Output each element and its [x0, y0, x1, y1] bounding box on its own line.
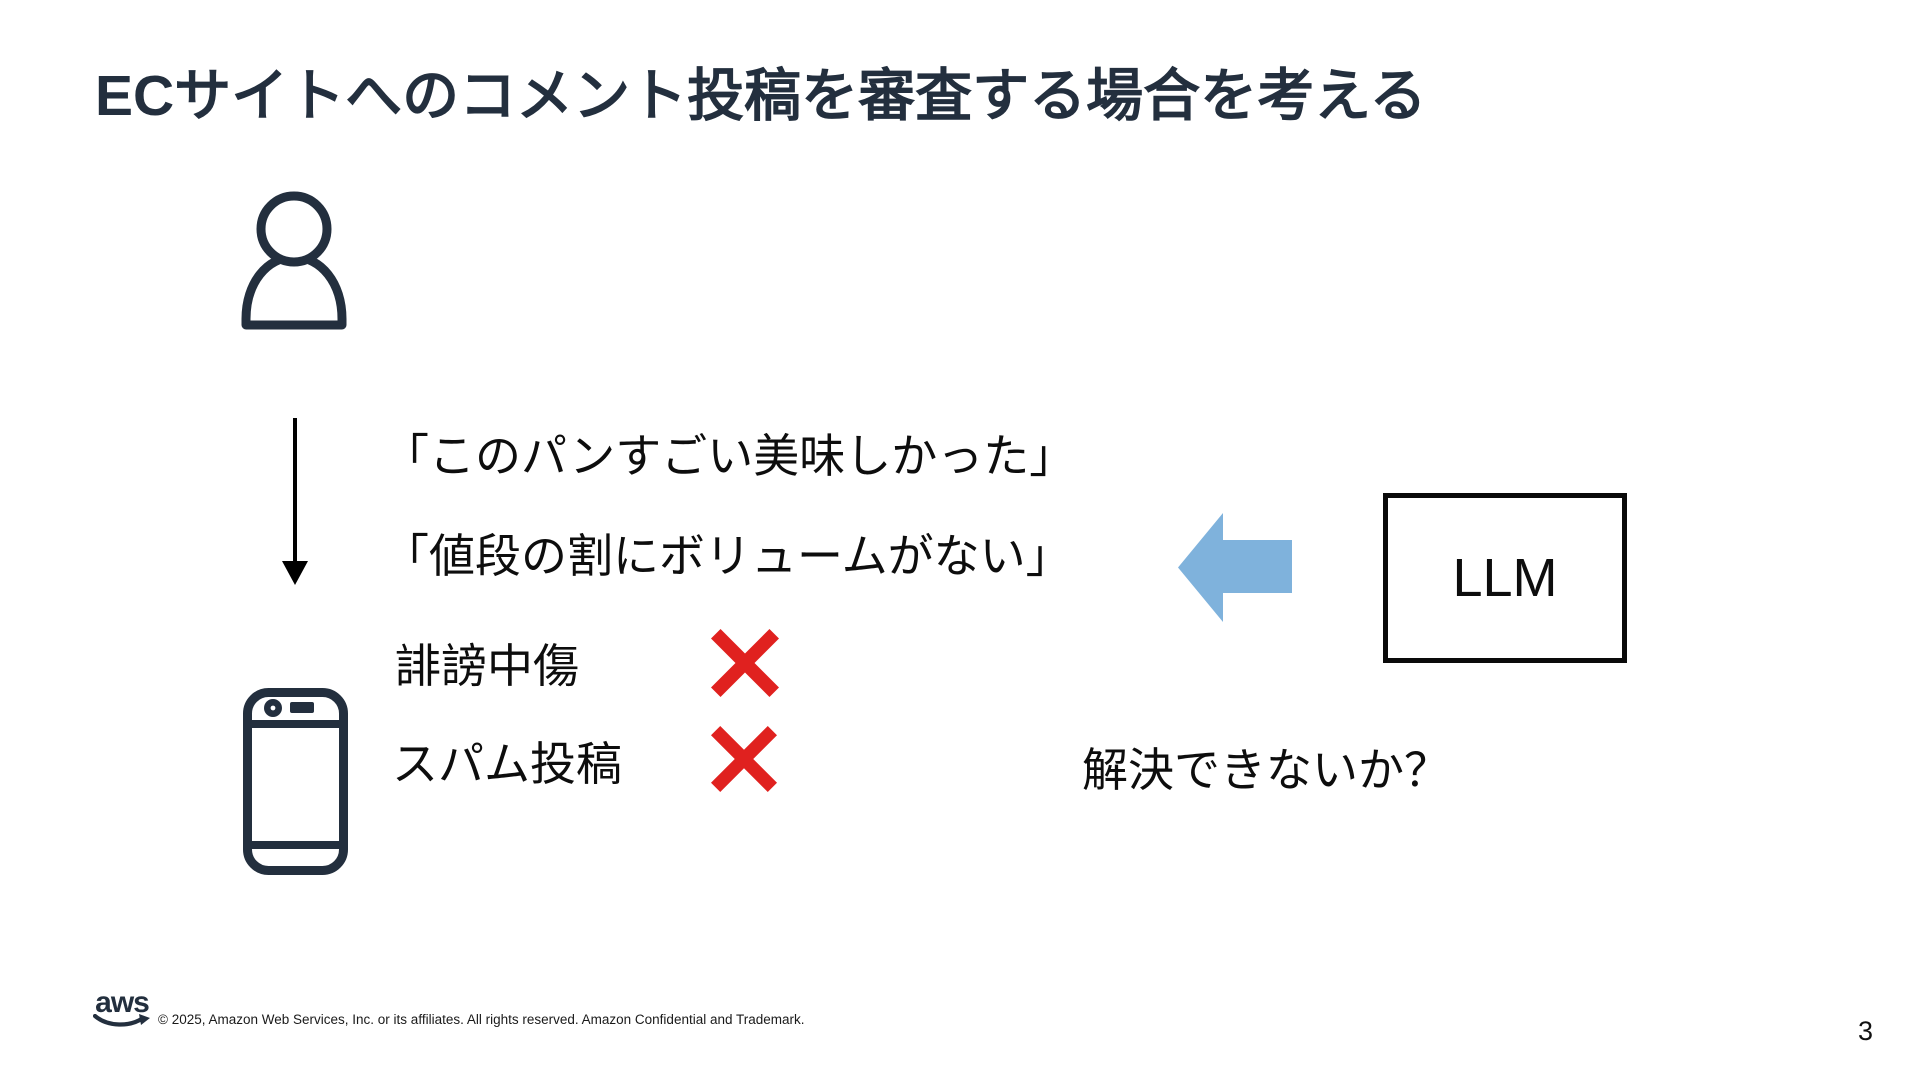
x-mark-icon [710, 726, 778, 797]
aws-logo: aws [90, 986, 154, 1029]
question-text: 解決できないか？ [1082, 744, 1450, 796]
x-mark-icon [711, 628, 779, 703]
down-arrow-icon [280, 418, 310, 591]
smartphone-icon [243, 688, 348, 880]
aws-smile-icon [93, 1014, 150, 1027]
page-title: ECサイトへのコメント投稿を審査する場合を考える [95, 64, 1427, 128]
issue-label-defamation: 誹謗中傷 [395, 640, 579, 692]
llm-box-label: LLM [1452, 548, 1558, 608]
person-icon [237, 188, 357, 335]
page-number: 3 [1858, 1016, 1874, 1046]
comment-text-2: 「値段の割にボリュームがない」 [383, 530, 1072, 582]
aws-logo-text: aws [95, 986, 150, 1019]
footer-copyright: © 2025, Amazon Web Services, Inc. or its… [158, 1012, 805, 1027]
comment-text-1: 「このパンすごい美味しかった」 [383, 430, 1076, 482]
left-block-arrow-icon [1178, 513, 1292, 627]
llm-box: LLM [1383, 493, 1627, 663]
issue-label-spam: スパム投稿 [392, 738, 622, 790]
